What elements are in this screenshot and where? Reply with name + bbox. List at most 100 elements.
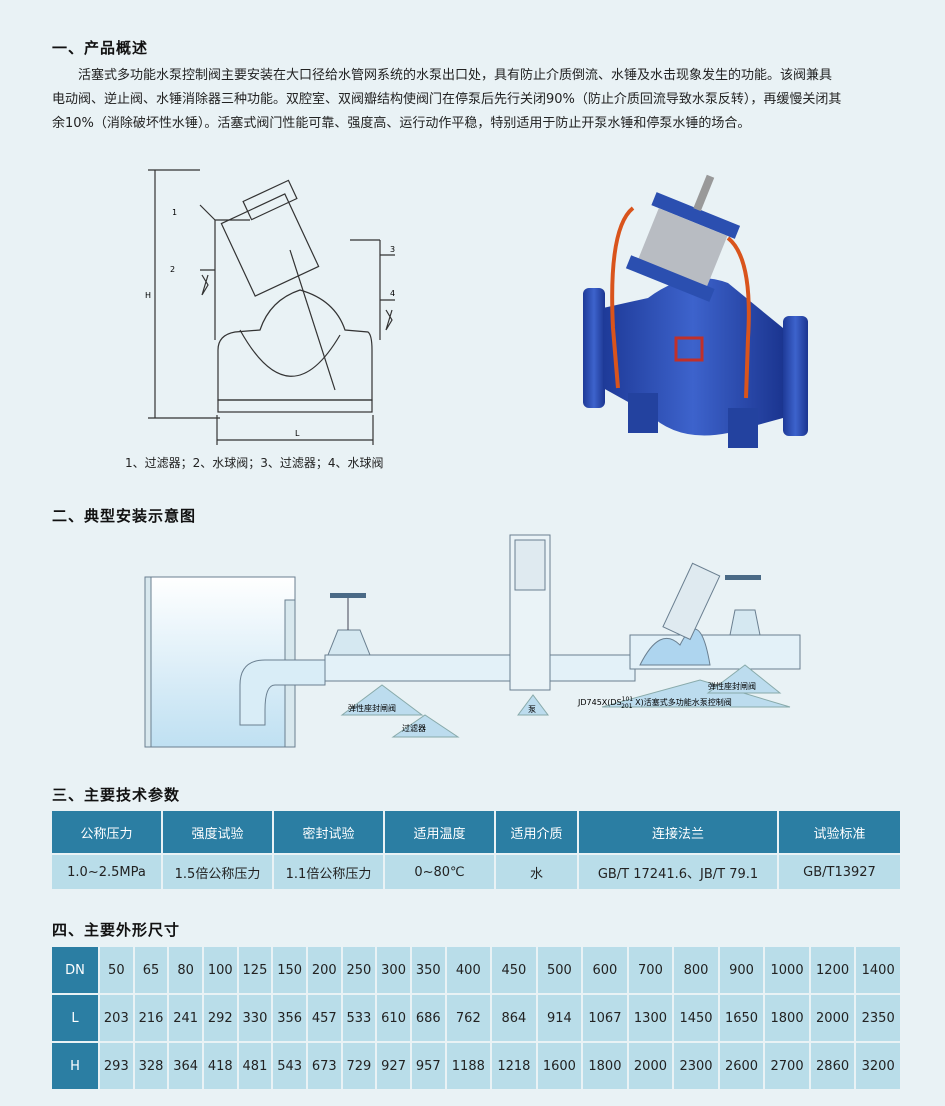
dim-cell: 150 (273, 947, 306, 993)
header-cell: 连接法兰 (579, 811, 777, 853)
dim-cell: 957 (411, 1043, 445, 1089)
dim-cell: 330 (238, 995, 272, 1041)
row-label: L (52, 995, 98, 1041)
dim-cell: 50 (100, 947, 133, 993)
dim-cell: 364 (169, 1043, 202, 1089)
dim-cell: 328 (134, 1043, 168, 1089)
dim-cell: 800 (674, 947, 718, 993)
dim-cell: 80 (169, 947, 202, 993)
label-pump: 泵 (528, 705, 536, 714)
dim-cell: 1200 (810, 947, 855, 993)
dim-cell: 65 (134, 947, 168, 993)
header-cell: 适用温度 (385, 811, 494, 853)
params-header-row: 公称压力 强度试验 密封试验 适用温度 适用介质 连接法兰 试验标准 (52, 811, 900, 853)
dim-cell: 216 (134, 995, 168, 1041)
dim-cell: 300 (377, 947, 410, 993)
dim-cell: 864 (492, 995, 536, 1041)
callout-1: 1 (172, 208, 177, 217)
dim-cell: 1650 (719, 995, 764, 1041)
dim-cell: 356 (273, 995, 306, 1041)
install-title: 二、典型安装示意图 (52, 507, 197, 525)
dim-cell: 610 (377, 995, 410, 1041)
dim-cell: 1800 (583, 1043, 627, 1089)
dim-cell: 543 (273, 1043, 306, 1089)
overview-line: 余10%（消除破坏性水锤）。活塞式阀门性能可靠、强度高、运行动作平稳，特别适用于… (52, 116, 751, 131)
value-cell: 0~80℃ (385, 855, 494, 889)
dim-cell: 1000 (765, 947, 809, 993)
dim-cell: 400 (446, 947, 491, 993)
dim-cell: 250 (342, 947, 376, 993)
dim-cell: 100 (203, 947, 237, 993)
dimension-h: H (145, 291, 151, 300)
callout-2: 2 (170, 265, 175, 274)
dim-cell: 533 (342, 995, 376, 1041)
callout-4: 4 (390, 289, 395, 298)
dimension-l: L (295, 429, 300, 438)
dim-cell: 241 (169, 995, 202, 1041)
header-cell: 密封试验 (274, 811, 383, 853)
header-cell: 公称压力 (52, 811, 161, 853)
dim-cell: 927 (377, 1043, 410, 1089)
dim-cell: 1188 (446, 1043, 491, 1089)
row-label: DN (52, 947, 98, 993)
dim-cell: 2350 (856, 995, 900, 1041)
dim-cell: 900 (719, 947, 764, 993)
header-cell: 适用介质 (496, 811, 577, 853)
dim-cell: 673 (307, 1043, 341, 1089)
header-cell: 试验标准 (779, 811, 900, 853)
valve-technical-drawing: 1 2 3 4 H L (145, 169, 395, 445)
dim-cell: 700 (628, 947, 673, 993)
dim-cell: 200 (307, 947, 341, 993)
dim-cell: 1067 (583, 995, 627, 1041)
value-cell: 1.5倍公称压力 (163, 855, 272, 889)
dim-cell: 914 (537, 995, 582, 1041)
dim-cell: 729 (342, 1043, 376, 1089)
dim-cell: 293 (100, 1043, 133, 1089)
dim-cell: 2860 (810, 1043, 855, 1089)
dim-cell: 3200 (856, 1043, 900, 1089)
dim-cell: 1800 (765, 995, 809, 1041)
dim-cell: 2700 (765, 1043, 809, 1089)
dim-cell: 2000 (628, 1043, 673, 1089)
dim-cell: 457 (307, 995, 341, 1041)
dim-cell: 1300 (628, 995, 673, 1041)
value-cell: GB/T 17241.6、JB/T 79.1 (579, 855, 777, 889)
dim-cell: 600 (583, 947, 627, 993)
dims-title: 四、主要外形尺寸 (52, 921, 181, 939)
dim-cell: 500 (537, 947, 582, 993)
dim-cell: 1218 (492, 1043, 536, 1089)
params-title: 三、主要技术参数 (52, 786, 181, 804)
value-cell: 水 (496, 855, 577, 889)
label-filter: 过滤器 (402, 723, 426, 733)
dim-cell: 762 (446, 995, 491, 1041)
valve-product-photo (583, 174, 808, 448)
label-gate-valve-inlet: 弹性座封闸阀 (348, 703, 396, 713)
dim-cell: 481 (238, 1043, 272, 1089)
dim-cell: 292 (203, 995, 237, 1041)
overview-line: 活塞式多功能水泵控制阀主要安装在大口径给水管网系统的水泵出口处，具有防止介质倒流… (52, 68, 833, 83)
dim-cell: 2600 (719, 1043, 764, 1089)
params-value-row: 1.0~2.5MPa 1.5倍公称压力 1.1倍公称压力 0~80℃ 水 GB/… (52, 855, 900, 889)
value-cell: 1.0~2.5MPa (52, 855, 161, 889)
params-table: 公称压力 强度试验 密封试验 适用温度 适用介质 连接法兰 试验标准 1.0~2… (50, 809, 902, 891)
dim-cell: 418 (203, 1043, 237, 1089)
overview-paragraph: 活塞式多功能水泵控制阀主要安装在大口径给水管网系统的水泵出口处，具有防止介质倒流… (52, 64, 912, 136)
row-label: H (52, 1043, 98, 1089)
header-cell: 强度试验 (163, 811, 272, 853)
dim-cell: 450 (492, 947, 536, 993)
callout-3: 3 (390, 245, 395, 254)
drawing-caption: 1、过滤器；2、水球阀；3、过滤器；4、水球阀 (125, 456, 384, 470)
dim-cell: 686 (411, 995, 445, 1041)
value-cell: GB/T13927 (779, 855, 900, 889)
dim-cell: 2000 (810, 995, 855, 1041)
dim-cell: 350 (411, 947, 445, 993)
overview-line: 电动阀、逆止阀、水锤消除器三种功能。双腔室、双阀瓣结构使阀门在停泵后先行关闭90… (52, 92, 842, 107)
dim-cell: 1450 (674, 995, 718, 1041)
dim-cell: 2300 (674, 1043, 718, 1089)
